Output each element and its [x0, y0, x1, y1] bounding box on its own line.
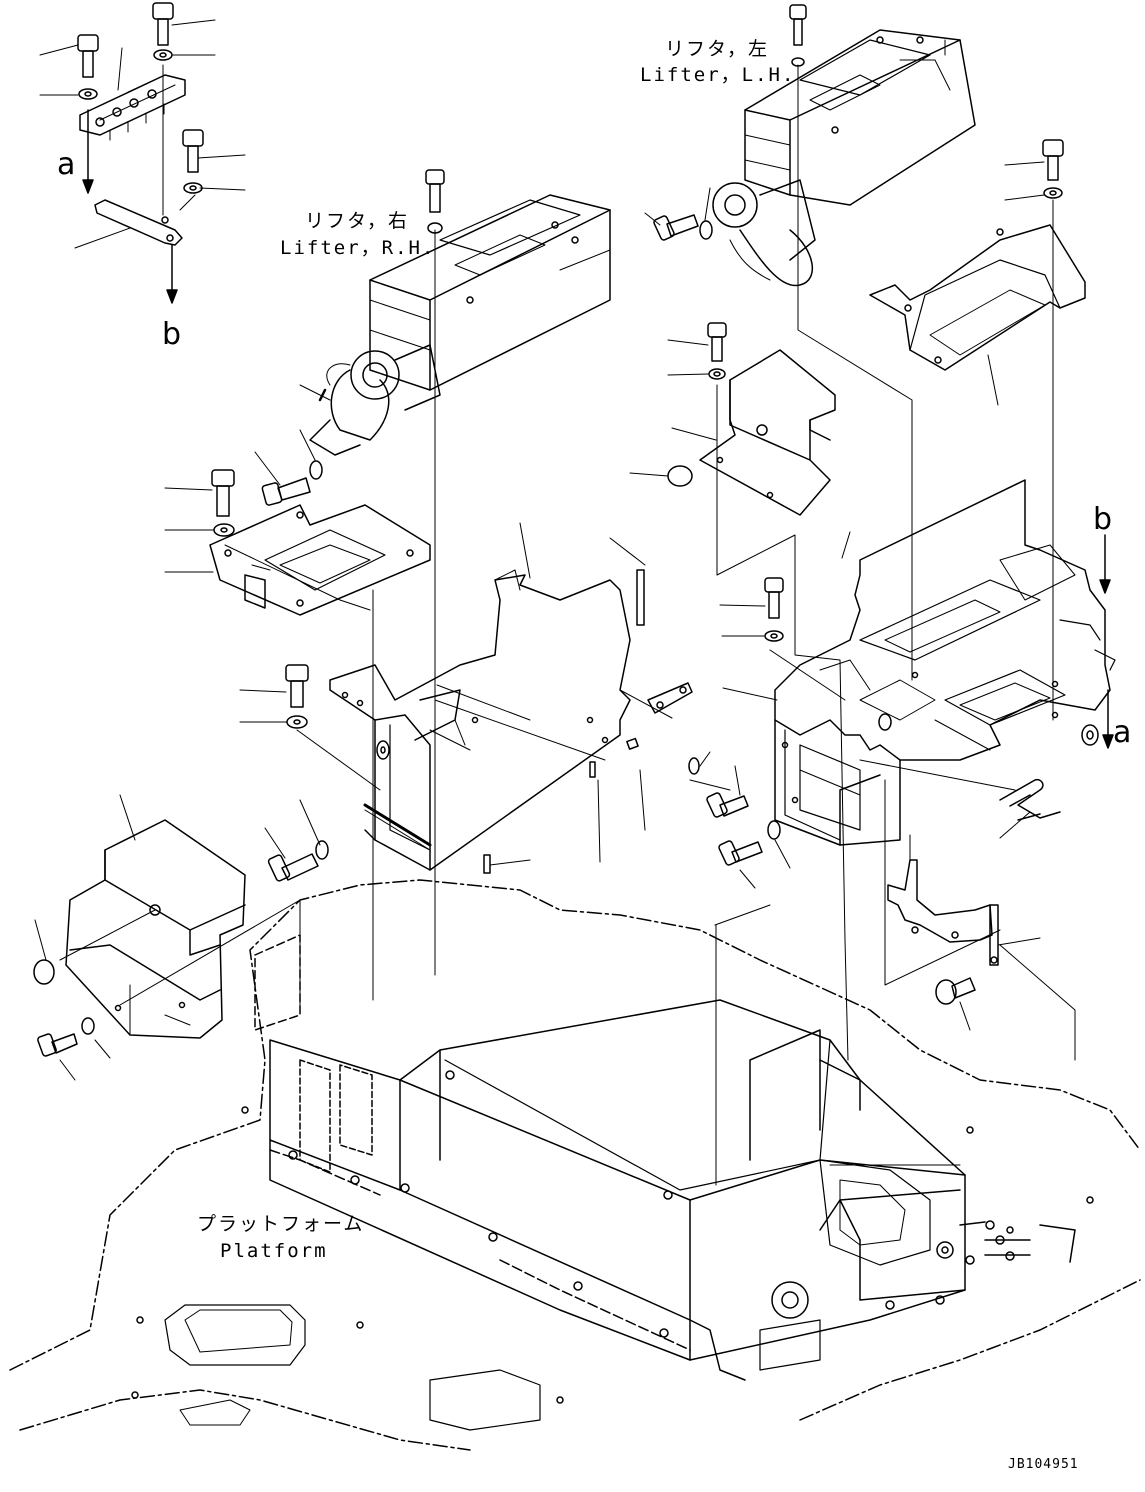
lifter-rh: [309, 194, 611, 456]
right-lower-bracket: [887, 859, 1041, 1031]
left-plate: [164, 384, 431, 616]
lifter-lh: [712, 29, 976, 287]
drawing-code: JB104951: [1008, 1457, 1079, 1472]
callout-a-right: a: [1113, 715, 1132, 750]
lifter-lh-label-en: Lifter，L.H.: [640, 64, 796, 86]
left-bracket-set: [39, 2, 246, 304]
right-frame: [719, 479, 1116, 846]
right-covers: [425, 4, 1086, 516]
center-panel: [239, 522, 791, 889]
lifter-rh-label-jp: リフタ，右: [305, 210, 410, 232]
left-cover: [33, 794, 246, 1081]
alignment-lines: [119, 64, 1076, 1186]
lifter-lh-label-jp: リフタ，左: [665, 38, 770, 60]
platform-outline: [9, 879, 1141, 1451]
callout-b-right: b: [1093, 502, 1113, 537]
base-frame: [254, 934, 1076, 1381]
platform-label-en: Platform: [220, 1240, 328, 1262]
callout-a-top: a: [57, 147, 76, 182]
lifter-rh-label-en: Lifter，R.H.: [280, 237, 436, 259]
platform-label-jp: プラットフォーム: [197, 1213, 365, 1235]
callout-b-left: b: [162, 317, 182, 352]
